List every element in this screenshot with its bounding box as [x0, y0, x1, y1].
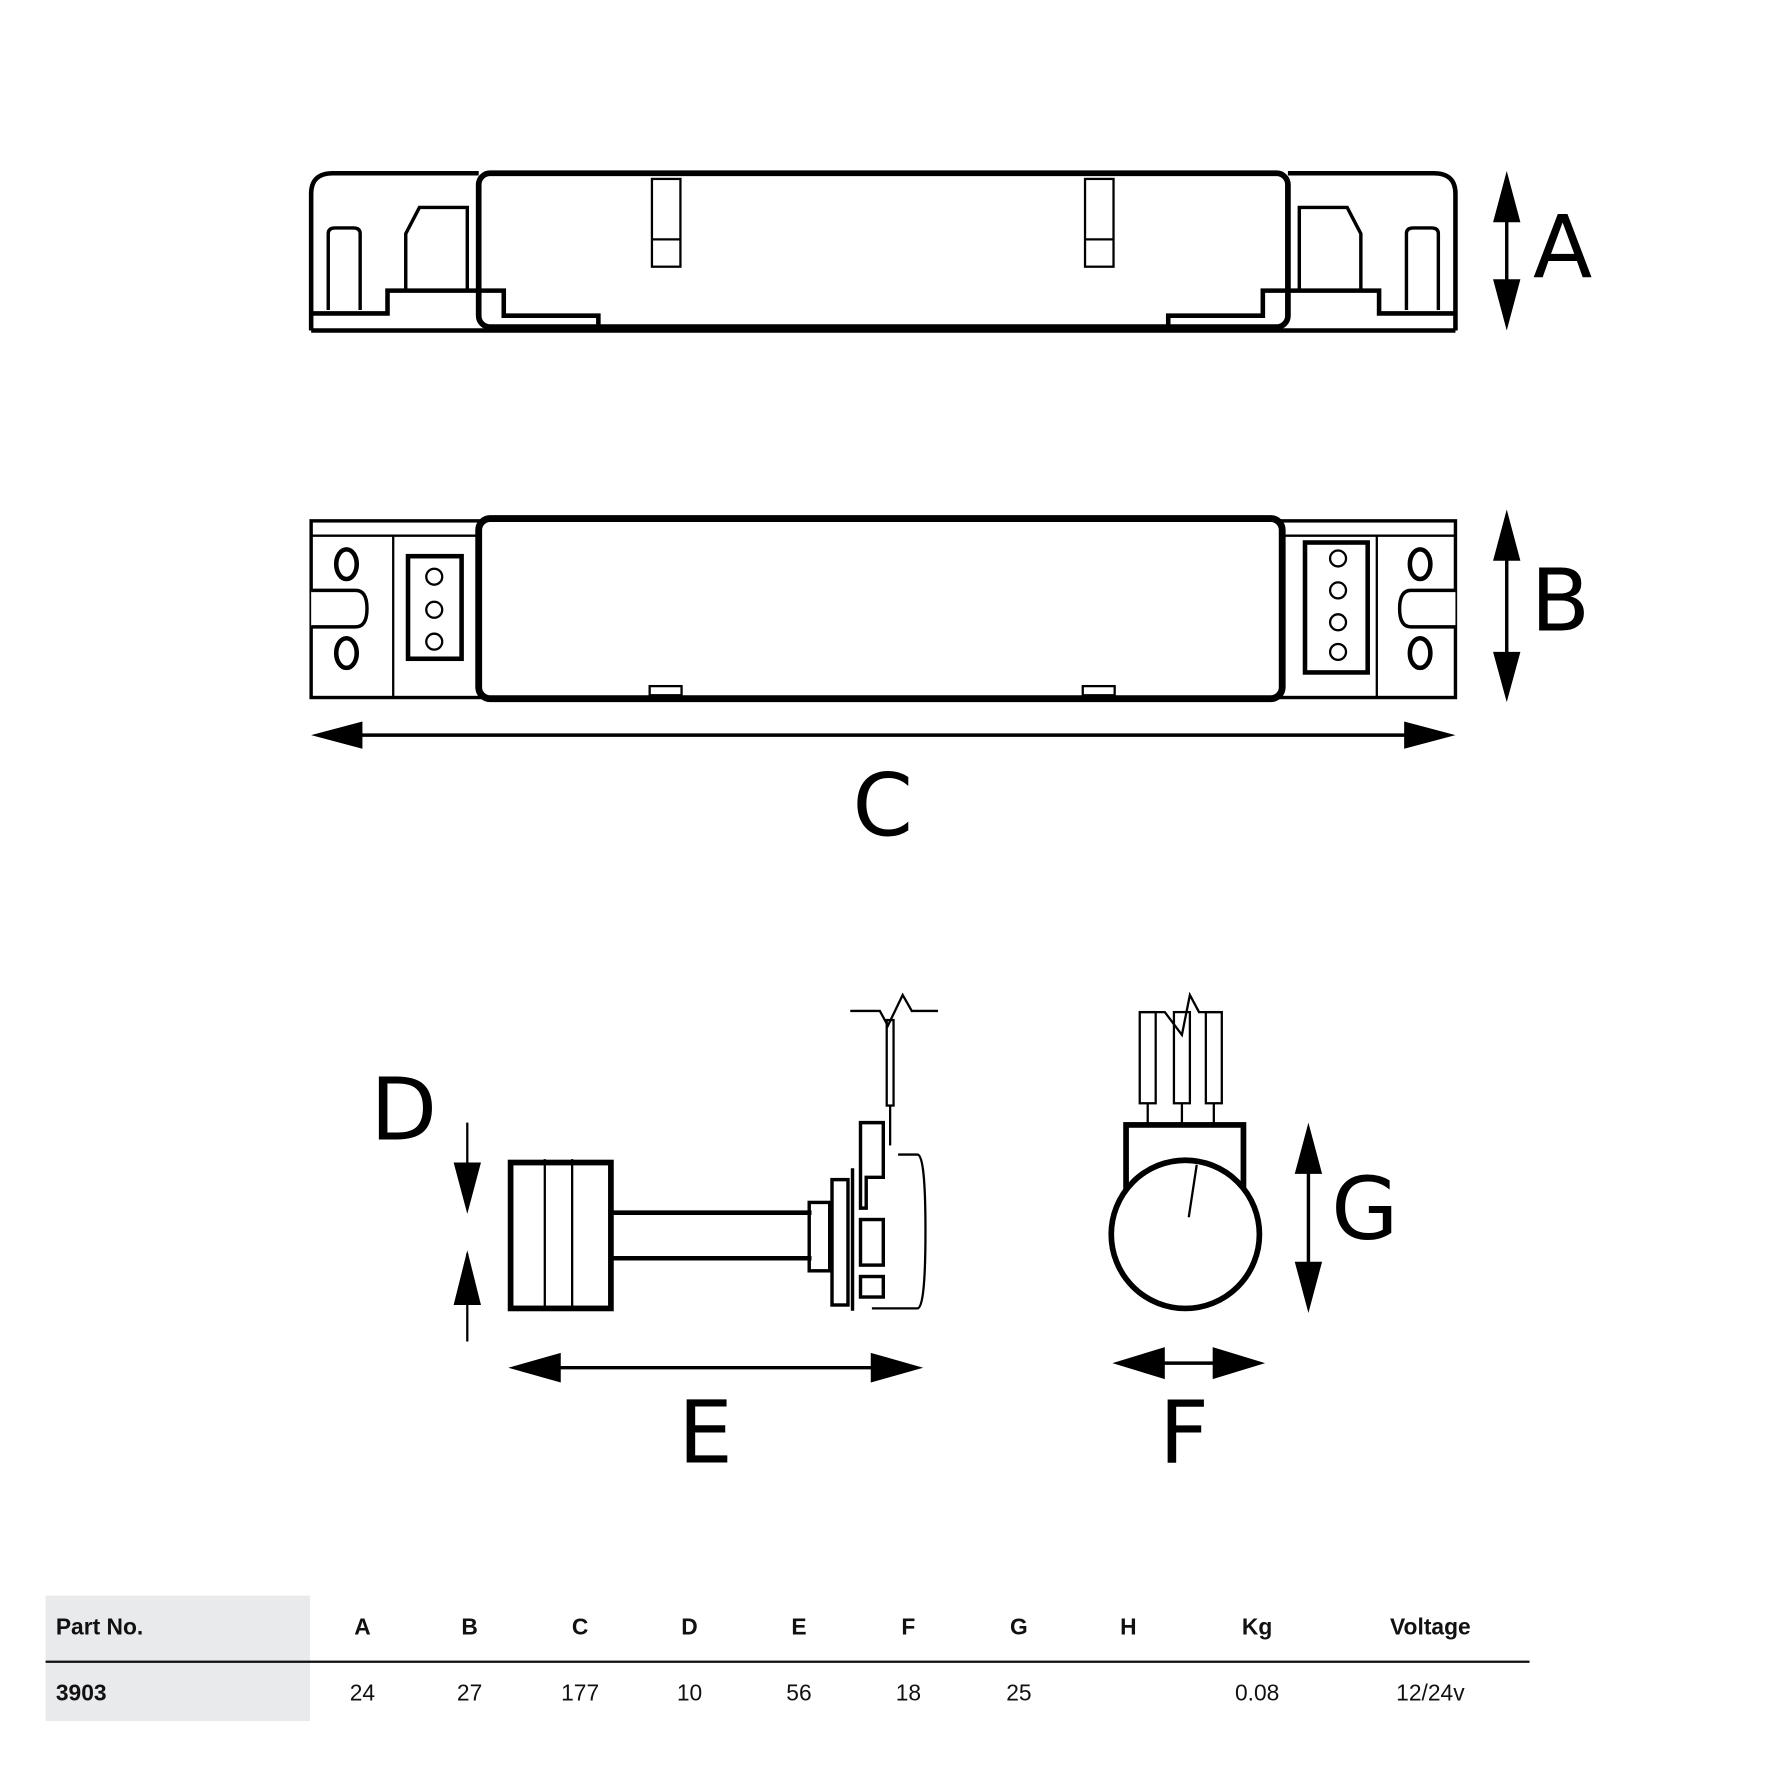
header-kg: Kg [1241, 1615, 1273, 1641]
dim-label-g: G [1331, 1160, 1398, 1260]
knob-front-view [1108, 991, 1263, 1312]
cell-part-no: 3903 [55, 1681, 107, 1707]
header-divider [45, 1660, 1530, 1663]
cell-d: 10 [676, 1681, 703, 1707]
dim-label-b: B [1531, 551, 1590, 651]
dim-label-a: A [1533, 198, 1592, 298]
cell-a: 24 [349, 1681, 376, 1707]
cell-e: 56 [786, 1681, 812, 1707]
header-e: E [791, 1615, 807, 1641]
cell-c: 177 [561, 1681, 600, 1707]
header-h: H [1120, 1615, 1137, 1641]
technical-drawing: A B C D E F G [308, 170, 1592, 1483]
header-g: G [1010, 1615, 1028, 1641]
dim-label-f: F [1159, 1383, 1209, 1483]
dim-label-e: E [678, 1383, 733, 1483]
cell-kg: 0.08 [1234, 1681, 1280, 1707]
cell-f: 18 [895, 1681, 922, 1707]
cell-g: 25 [1006, 1681, 1032, 1707]
cell-b: 27 [456, 1681, 483, 1707]
dim-label-c: C [853, 756, 913, 856]
cell-voltage: 12/24v [1396, 1681, 1465, 1707]
knob-side-view [507, 992, 939, 1312]
header-voltage: Voltage [1390, 1615, 1471, 1641]
header-a: A [354, 1615, 371, 1641]
dim-label-d: D [370, 1061, 437, 1161]
header-b: B [461, 1615, 478, 1641]
header-d: D [681, 1615, 698, 1641]
header-part-no: Part No. [55, 1615, 144, 1641]
part-number-column-bg [45, 1595, 311, 1722]
dimension-arrows [311, 170, 1521, 1383]
header-f: F [901, 1615, 916, 1641]
side-view [308, 170, 1458, 333]
top-view [309, 515, 1458, 703]
header-c: C [571, 1615, 589, 1641]
